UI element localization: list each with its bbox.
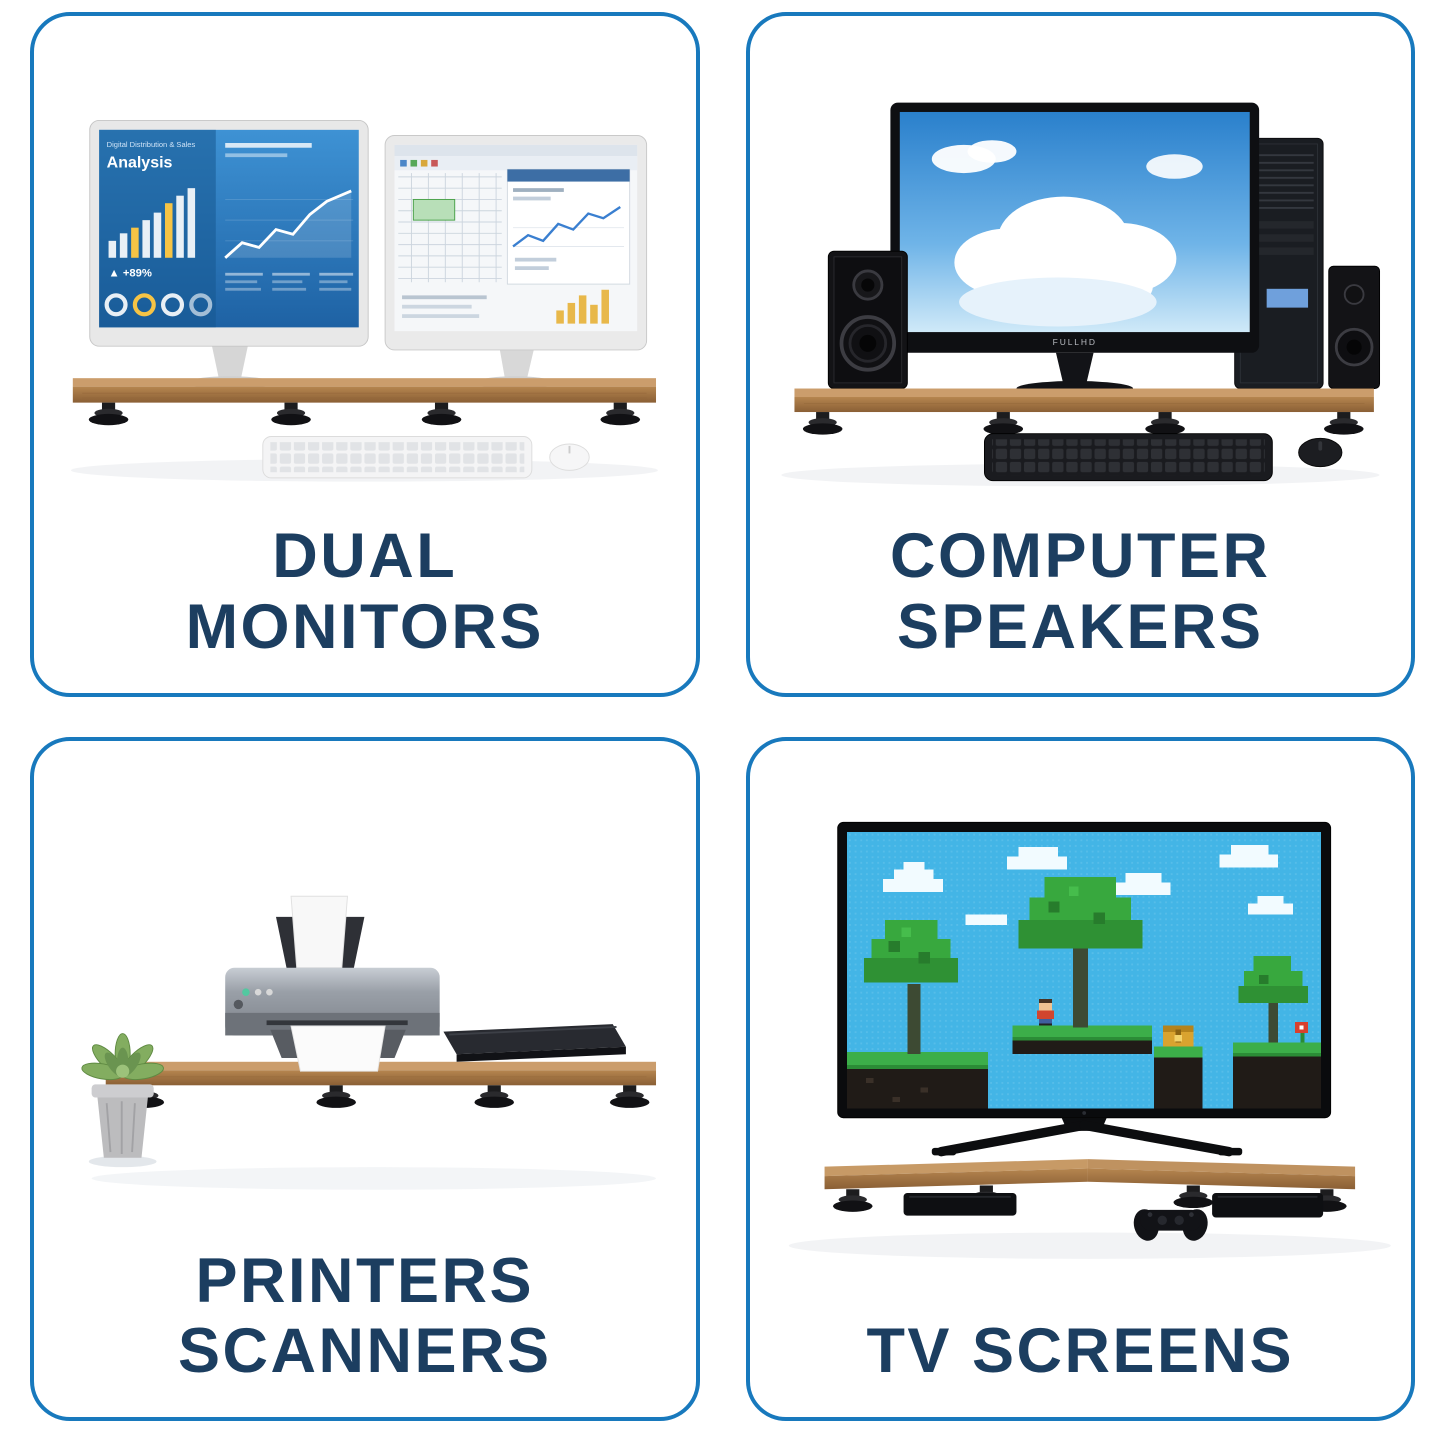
mouse xyxy=(1298,437,1343,468)
riser-foot xyxy=(1323,412,1364,435)
tv-power-led xyxy=(1082,1110,1086,1115)
computer-speakers-photo: FULLHD xyxy=(764,32,1398,517)
bar-chart-icon xyxy=(108,188,196,258)
treasure-chest xyxy=(1153,1025,1203,1108)
card-printers-scanners: PRINTERS SCANNERS xyxy=(30,736,700,1421)
card-dual-monitors: Digital Distribution & Sales Analysis ▲ … xyxy=(30,12,700,697)
riser-foot xyxy=(271,402,312,426)
caption-line: TV SCREENS xyxy=(866,1316,1295,1387)
caption-line: SPEAKERS xyxy=(896,591,1264,662)
monitor: FULLHD xyxy=(890,102,1259,397)
riser-foot xyxy=(422,402,462,426)
keyboard xyxy=(983,433,1273,482)
caption-tv-screens: TV SCREENS xyxy=(866,1316,1294,1387)
tv-stand xyxy=(931,1117,1243,1156)
riser-foot xyxy=(474,1084,515,1108)
small-tree xyxy=(1238,955,1308,1043)
riser-foot xyxy=(316,1084,357,1108)
game-screen xyxy=(846,831,1322,1108)
card-tv-screens: TV SCREENS xyxy=(745,736,1415,1421)
sheet-grid xyxy=(398,173,503,283)
left-monitor: Digital Distribution & Sales Analysis ▲ … xyxy=(89,119,369,390)
card-computer-speakers: FULLHD xyxy=(745,12,1415,697)
riser-foot xyxy=(1145,412,1185,435)
right-monitor xyxy=(384,135,648,390)
caption-printers-scanners: PRINTERS SCANNERS xyxy=(178,1246,552,1387)
riser-foot xyxy=(600,402,641,426)
mouse xyxy=(549,443,591,471)
caption-line: PRINTERS xyxy=(195,1245,535,1316)
screen-title: Analysis xyxy=(107,154,173,171)
succulent-plant xyxy=(81,1032,165,1167)
caption-line: MONITORS xyxy=(185,591,544,662)
printer xyxy=(225,895,440,1072)
wooden-riser xyxy=(794,388,1374,413)
caption-dual-monitors: DUAL MONITORS xyxy=(186,521,544,662)
wooden-riser xyxy=(824,1158,1355,1189)
left-speaker xyxy=(827,250,908,389)
shadow xyxy=(91,1166,657,1190)
printers-scanners-illustration xyxy=(81,895,657,1190)
riser-foot xyxy=(802,412,843,435)
keyboard xyxy=(262,436,533,479)
sheet-side-panel xyxy=(507,168,631,285)
laptop xyxy=(443,1023,627,1062)
computer-speakers-illustration: FULLHD xyxy=(781,102,1380,487)
dual-monitors-photo: Digital Distribution & Sales Analysis ▲ … xyxy=(48,32,682,517)
monitor-brand: FULLHD xyxy=(1053,337,1097,347)
paper-input xyxy=(290,895,349,968)
screen-stat: ▲ +89% xyxy=(109,268,152,280)
console-box xyxy=(903,1192,1323,1217)
riser-foot xyxy=(832,1188,873,1212)
donut-charts-icon xyxy=(104,293,213,317)
red-flower xyxy=(1294,1021,1308,1043)
left-tree xyxy=(863,919,958,1054)
shadow xyxy=(788,1232,1391,1259)
riser-foot xyxy=(1173,1184,1213,1208)
dual-monitors-illustration: Digital Distribution & Sales Analysis ▲ … xyxy=(71,119,659,482)
paper-output xyxy=(290,1025,386,1072)
tower-lcd xyxy=(1266,288,1308,308)
wooden-riser xyxy=(106,1061,657,1085)
riser-feet xyxy=(89,402,641,426)
tv-screens-photo xyxy=(764,757,1398,1313)
tv xyxy=(837,821,1331,1118)
printer-light xyxy=(242,987,250,996)
left-platform xyxy=(846,1051,989,1108)
printers-scanners-photo xyxy=(48,757,682,1242)
line-chart-icon xyxy=(224,143,354,291)
riser-foot xyxy=(983,412,1023,435)
riser-feet xyxy=(802,412,1364,435)
riser-feet xyxy=(124,1084,650,1108)
clouds xyxy=(931,140,1203,327)
wooden-riser xyxy=(73,378,657,403)
caption-line: COMPUTER xyxy=(890,521,1271,592)
right-platform xyxy=(1232,1042,1322,1108)
riser-foot xyxy=(610,1084,650,1108)
printer-power-button xyxy=(233,999,244,1009)
mini-bar-chart-icon xyxy=(402,289,610,324)
caption-line: DUAL xyxy=(272,521,458,592)
tv-screens-illustration xyxy=(788,821,1391,1259)
caption-computer-speakers: COMPUTER SPEAKERS xyxy=(890,521,1271,662)
caption-line: SCANNERS xyxy=(177,1316,552,1387)
riser-foot xyxy=(89,402,129,426)
right-speaker xyxy=(1328,265,1380,389)
game-character xyxy=(1036,998,1054,1026)
center-platform xyxy=(1012,1025,1152,1054)
game-controller xyxy=(1133,1208,1208,1241)
pixel-clouds xyxy=(882,844,1293,925)
screen-subtitle: Digital Distribution & Sales xyxy=(107,140,196,149)
big-tree xyxy=(1018,876,1143,1027)
